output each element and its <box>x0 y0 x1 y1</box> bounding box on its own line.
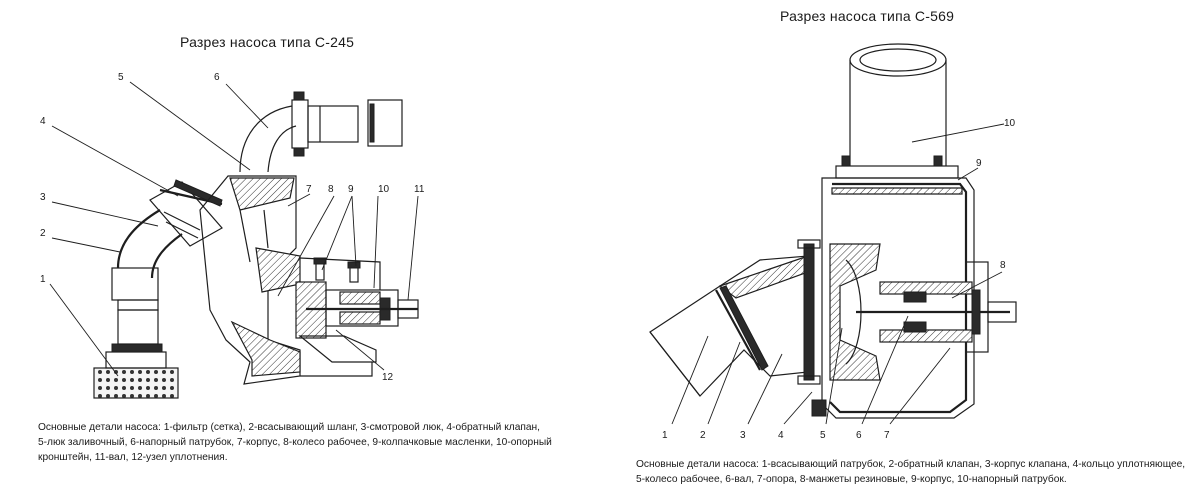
right-callout-4: 4 <box>778 430 784 441</box>
left-callout-1: 1 <box>40 274 46 285</box>
left-callout-9: 9 <box>348 184 354 195</box>
right-legend: Основные детали насоса: 1-всасывающий па… <box>636 457 1185 487</box>
left-legend-line: 5-люк заливочный, 6-напорный патрубок, 7… <box>38 437 552 448</box>
left-legend-line: Основные детали насоса: 1-фильтр (сетка)… <box>38 422 541 433</box>
filter-mesh <box>93 367 179 399</box>
left-legend-line: кронштейн, 11-вал, 12-узел уплотнения. <box>38 452 228 463</box>
left-pump-drawing: 1 2 3 4 5 6 7 8 9 10 11 12 <box>40 72 425 399</box>
right-callout-9: 9 <box>976 158 982 169</box>
right-pump-drawing: 1 2 3 4 5 6 7 8 9 10 <box>649 43 1017 441</box>
right-callout-6: 6 <box>856 430 862 441</box>
left-callout-3: 3 <box>40 192 46 203</box>
right-legend-line: 5-колесо рабочее, 6-вал, 7-опора, 8-манж… <box>636 474 1067 485</box>
left-callout-5: 5 <box>118 72 124 83</box>
right-callout-1: 1 <box>662 430 668 441</box>
left-callout-8: 8 <box>328 184 334 195</box>
left-callout-7: 7 <box>306 184 312 195</box>
right-callout-7: 7 <box>884 430 890 441</box>
left-legend: Основные детали насоса: 1-фильтр (сетка)… <box>38 420 552 465</box>
left-callout-10: 10 <box>378 184 390 195</box>
right-legend-line: Основные детали насоса: 1-всасывающий па… <box>636 459 1186 470</box>
left-callout-6: 6 <box>214 72 220 83</box>
left-callout-4: 4 <box>40 116 46 127</box>
left-diagram-title: Разрез насоса типа С-245 <box>180 34 355 50</box>
right-diagram-title: Разрез насоса типа С-569 <box>780 8 955 24</box>
right-callout-2: 2 <box>700 430 706 441</box>
left-callout-12: 12 <box>382 372 394 383</box>
left-callout-11: 11 <box>414 184 425 195</box>
right-callout-10: 10 <box>1004 118 1016 129</box>
right-callout-5: 5 <box>820 430 826 441</box>
right-callout-8: 8 <box>1000 260 1006 271</box>
left-callout-2: 2 <box>40 228 46 239</box>
right-callout-3: 3 <box>740 430 746 441</box>
